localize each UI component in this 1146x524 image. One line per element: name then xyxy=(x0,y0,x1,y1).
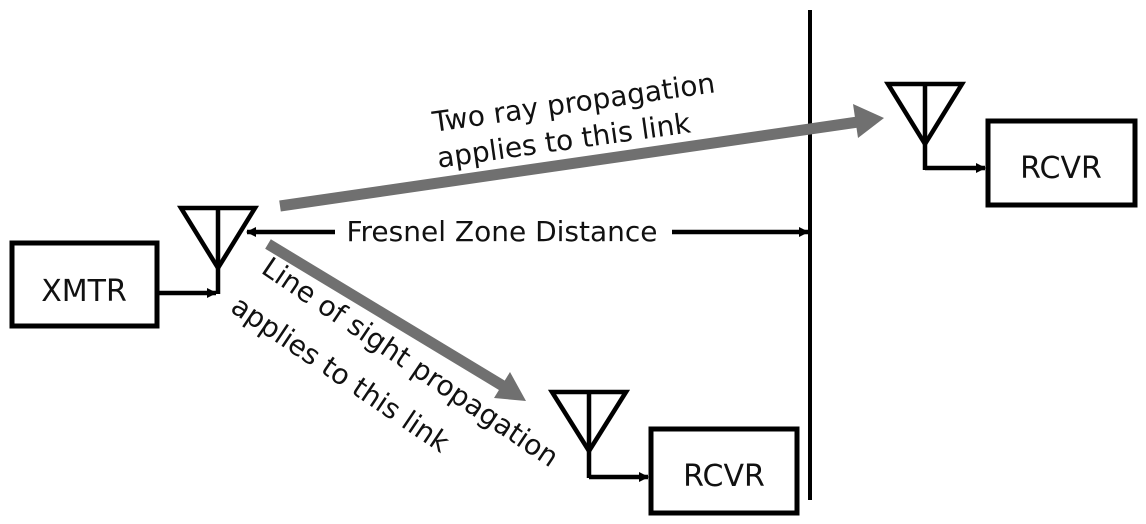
far-receiver-label: RCVR xyxy=(1020,151,1102,186)
two-ray-propagation-arrow xyxy=(279,104,884,212)
transmitter-block: XMTR xyxy=(9,240,160,329)
near-receiver-antenna-icon xyxy=(547,389,631,478)
far-receiver-block: RCVR xyxy=(985,118,1138,208)
near-receiver-label: RCVR xyxy=(683,459,765,494)
transmitter-label: XMTR xyxy=(41,274,127,309)
near-receiver-block: RCVR xyxy=(648,426,800,516)
far-receiver-antenna-icon xyxy=(883,81,967,170)
transmitter-antenna-icon xyxy=(176,205,260,294)
line-of-sight-propagation-arrow xyxy=(265,239,526,401)
fresnel-zone-label: Fresnel Zone Distance xyxy=(346,215,657,248)
